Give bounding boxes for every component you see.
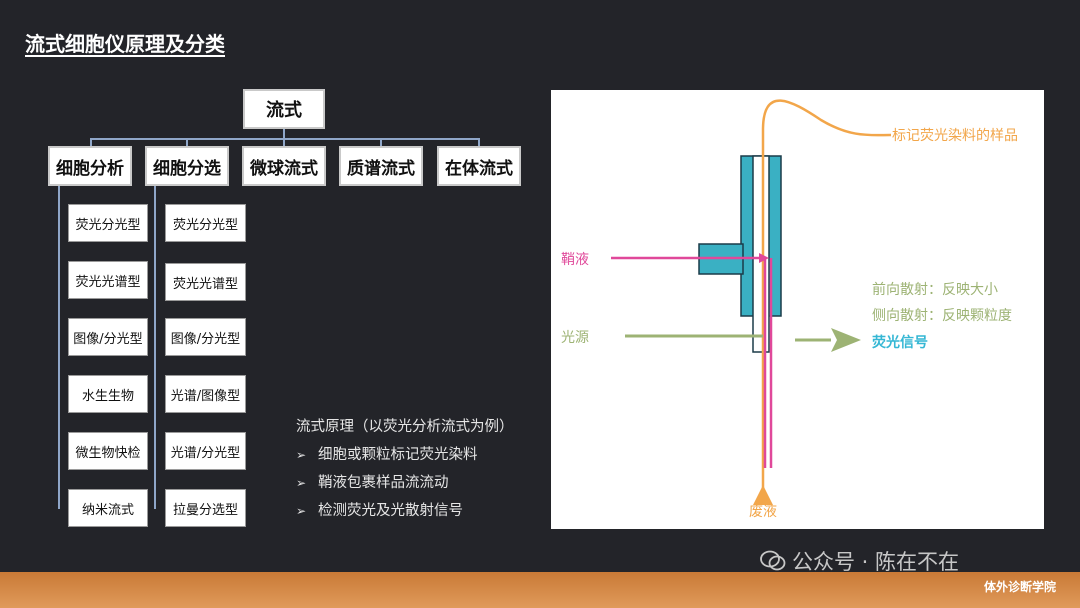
principle-item: ➢ 检测荧光及光散射信号: [296, 497, 514, 525]
sorting-item: 荧光分光型: [165, 204, 246, 242]
sorting-item: 图像/分光型: [165, 318, 246, 356]
watermark-text: 公众号 · 陈在不在: [792, 550, 960, 574]
category-cell-sorting: 细胞分选: [145, 146, 229, 186]
sample-label: 标记荧光染料的样品: [892, 127, 1018, 144]
large-arrow-icon: [831, 328, 861, 352]
principle-text: 鞘液包裹样品流流动: [318, 475, 449, 491]
branch-sorting: [154, 186, 156, 509]
category-mass-flow: 质谱流式: [339, 146, 423, 186]
connector-3: [283, 138, 285, 147]
connector-5: [478, 138, 480, 147]
analysis-item: 荧光分光型: [68, 204, 148, 242]
brand-name: 体外诊断学院: [983, 580, 1056, 594]
arrow-bullet-icon: ➢: [296, 476, 307, 490]
analysis-item: 微生物快检: [68, 432, 148, 470]
arrow-bullet-icon: ➢: [296, 448, 307, 462]
fluorescence-label: 荧光信号: [872, 334, 928, 351]
category-in-vivo-flow: 在体流式: [437, 146, 521, 186]
branch-analysis: [58, 186, 60, 509]
forward-scatter-label: 前向散射：反映大小: [872, 281, 998, 298]
tree-root-flow: 流式: [243, 89, 325, 129]
flow-cell-diagram: 标记荧光染料的样品 鞘液 光源 前向散射：反映大小 侧向散射：反映颗粒度 荧光信…: [561, 99, 1018, 520]
sorting-item: 荧光光谱型: [165, 263, 246, 301]
wechat-icon: [760, 550, 786, 571]
connector-2: [186, 138, 188, 147]
arrow-bullet-icon: ➢: [296, 504, 307, 518]
sorting-item: 拉曼分选型: [165, 489, 246, 527]
connector-4: [380, 138, 382, 147]
sheath-label: 鞘液: [561, 252, 589, 268]
connector-bus: [90, 138, 480, 140]
principle-text: 细胞或颗粒标记荧光染料: [318, 447, 478, 463]
sample-stream-path: [753, 99, 892, 505]
principle-item: ➢ 细胞或颗粒标记荧光染料: [296, 441, 514, 469]
side-scatter-label: 侧向散射：反映颗粒度: [872, 308, 1012, 324]
sheath-arrowhead-icon: [759, 253, 769, 263]
page-title: 流式细胞仪原理及分类: [25, 32, 225, 56]
principle-item: ➢ 鞘液包裹样品流流动: [296, 469, 514, 497]
category-bead-flow: 微球流式: [242, 146, 326, 186]
waste-label: 废液: [749, 504, 777, 520]
principles-heading: 流式原理（以荧光分析流式为例）: [296, 419, 514, 435]
analysis-item: 荧光光谱型: [68, 261, 148, 299]
principles-block: 流式原理（以荧光分析流式为例） ➢细胞或颗粒标记荧光染料 ➢鞘液包裹样品流流动 …: [296, 413, 514, 525]
category-cell-analysis: 细胞分析: [48, 146, 132, 186]
bottom-brand-strip: [0, 572, 1080, 608]
flow-cell-diagram-panel: 标记荧光染料的样品 鞘液 光源 前向散射：反映大小 侧向散射：反映颗粒度 荧光信…: [551, 90, 1044, 529]
connector-root: [283, 129, 285, 139]
sorting-item: 光谱/图像型: [165, 375, 246, 413]
analysis-item: 纳米流式: [68, 489, 148, 527]
analysis-item: 水生生物: [68, 375, 148, 413]
light-source-label: 光源: [561, 330, 589, 346]
watermark: 公众号 · 陈在不在: [760, 546, 959, 576]
principle-text: 检测荧光及光散射信号: [318, 503, 463, 519]
connector-1: [90, 138, 92, 147]
analysis-item: 图像/分光型: [68, 318, 148, 356]
sorting-item: 光谱/分光型: [165, 432, 246, 470]
